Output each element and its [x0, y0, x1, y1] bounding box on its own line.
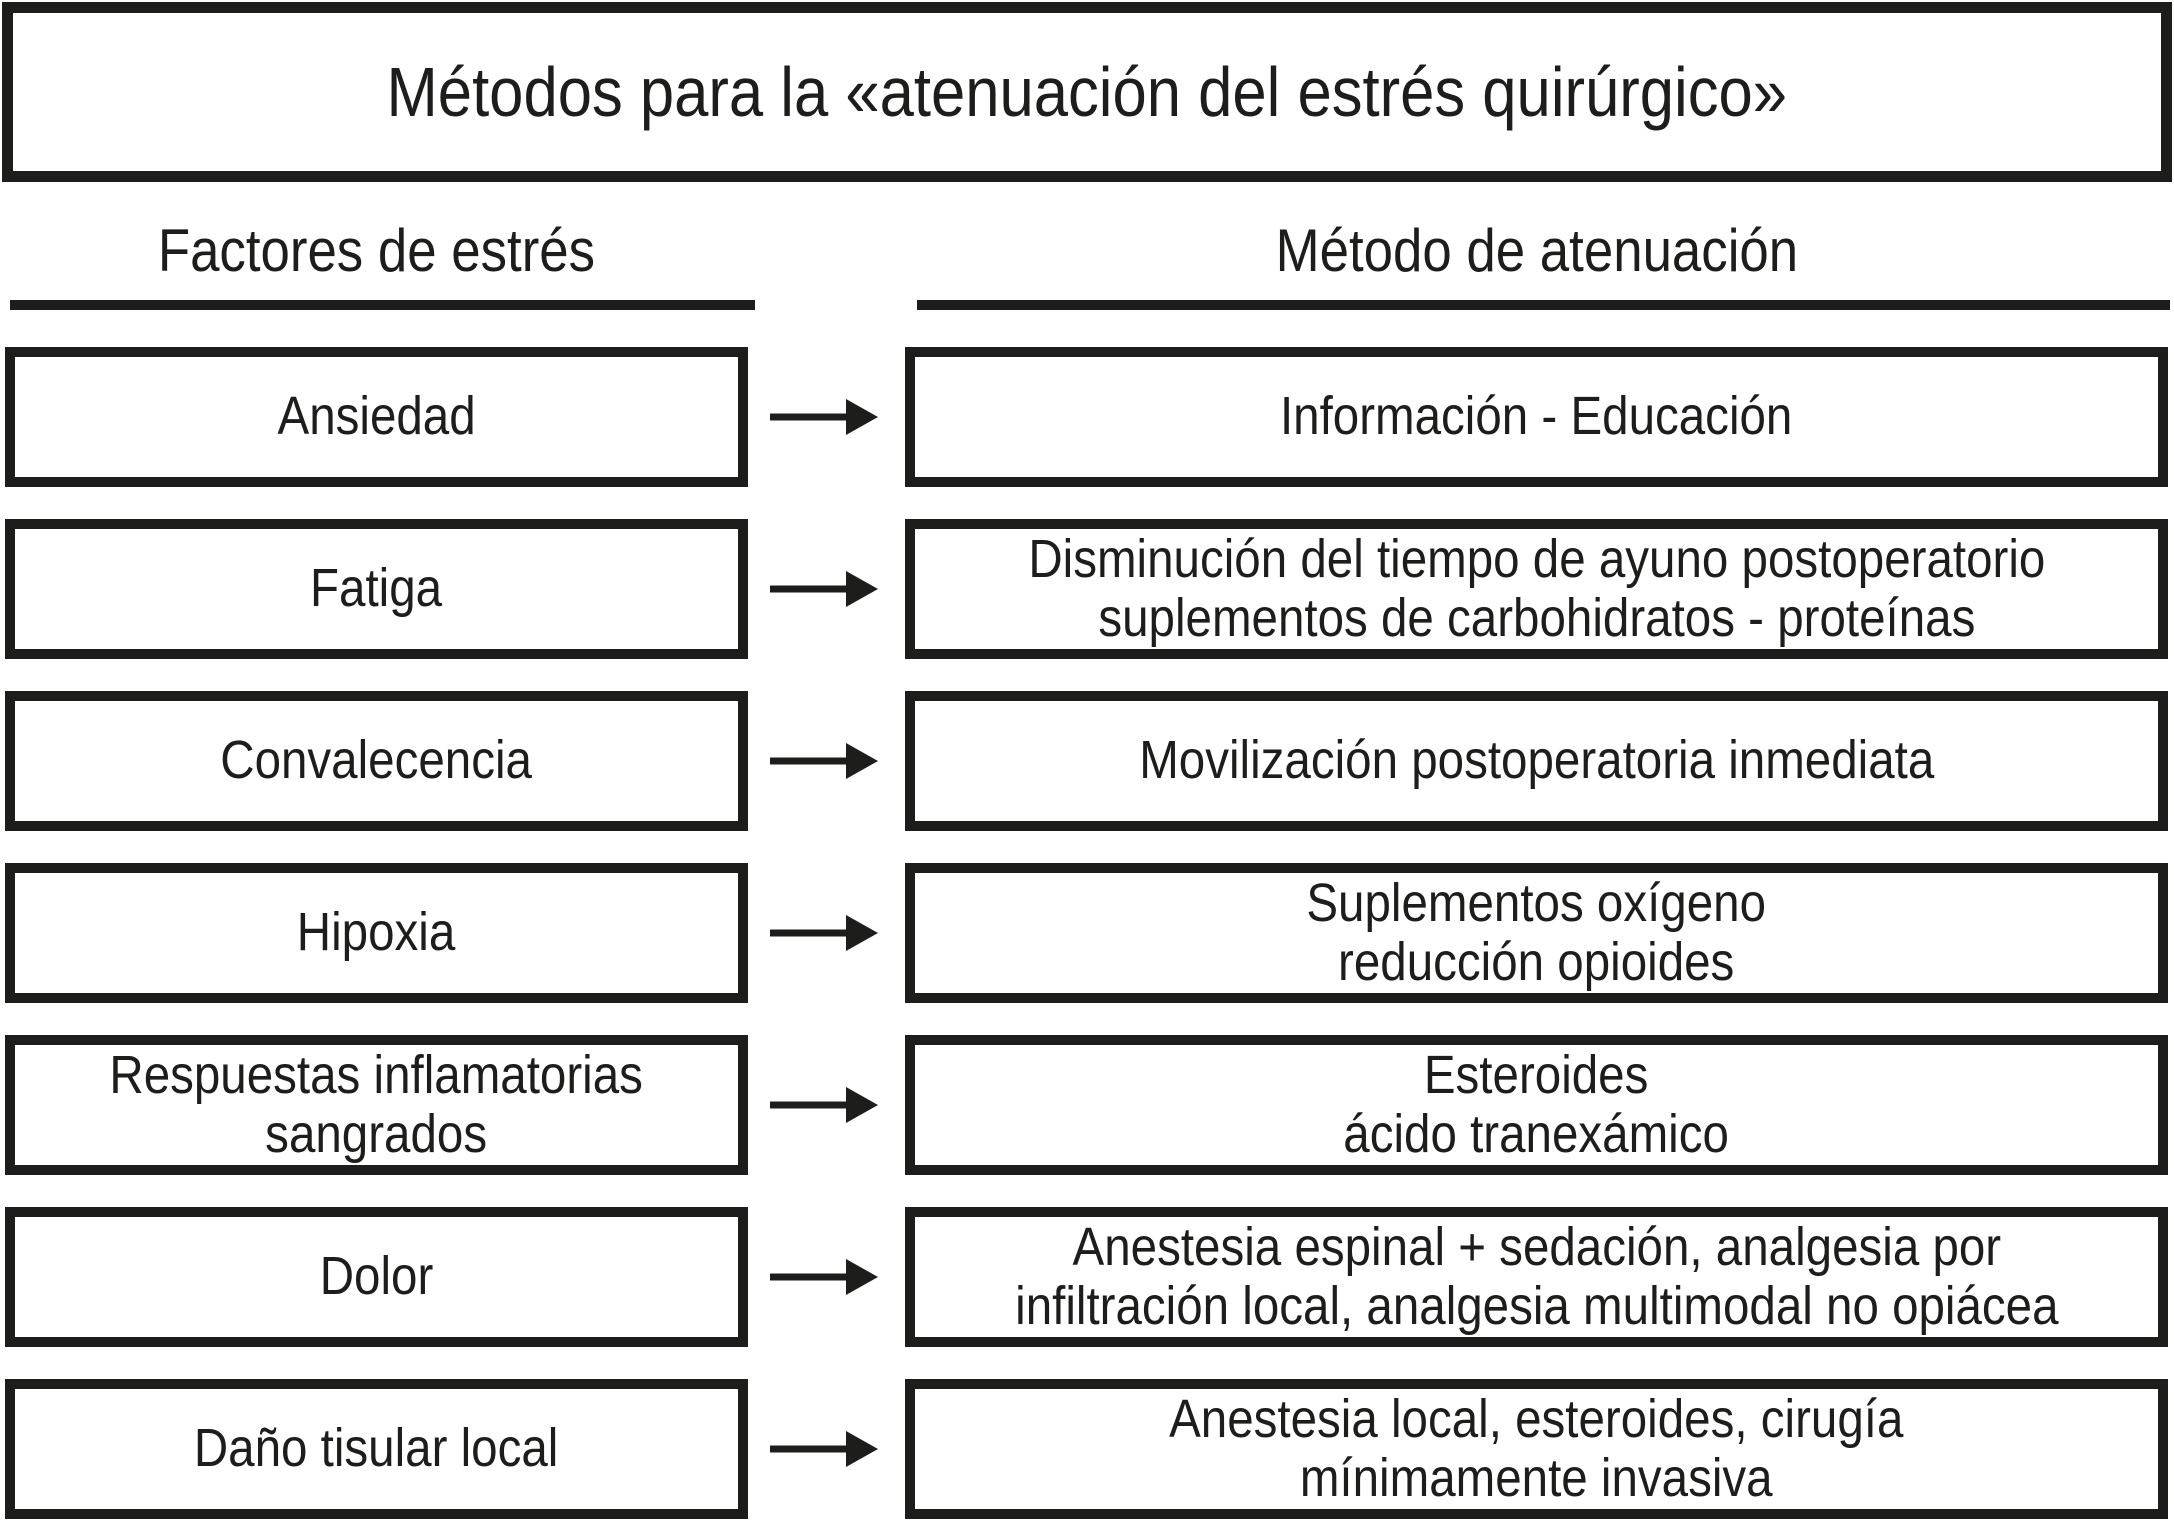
left-header-underline — [10, 300, 755, 310]
column-header-stress-factors: Factores de estrés — [5, 216, 748, 284]
factor-box: Daño tisular local — [5, 1379, 748, 1519]
method-line: suplementos de carbohidratos - proteínas — [1097, 588, 1975, 648]
method-line: Anestesia espinal + sedación, analgesia … — [1072, 1216, 2001, 1277]
factor-box: Dolor — [5, 1207, 748, 1347]
method-line: Suplementos oxígeno — [1306, 872, 1767, 933]
factor-line: Daño tisular local — [194, 1418, 559, 1479]
right-arrow-icon — [770, 1259, 878, 1295]
factor-box: Ansiedad — [5, 347, 748, 487]
column-header-attenuation-method: Método de atenuación — [905, 216, 2168, 284]
method-line: Movilización postoperatoria inmediata — [1138, 730, 1935, 791]
factor-text: Hipoxia — [297, 902, 456, 963]
diagram-row: Ansiedad Información - Educación — [0, 347, 2174, 487]
factor-line: sangrados — [265, 1104, 488, 1164]
right-arrow-icon — [770, 1431, 878, 1467]
factor-text: Convalecencia — [220, 730, 533, 791]
factor-text: Daño tisular local — [194, 1418, 559, 1479]
factor-line: Hipoxia — [297, 902, 456, 963]
diagram-row: Convalecencia Movilización postoperatori… — [0, 691, 2174, 831]
right-arrow-icon — [770, 571, 878, 607]
method-text: Información - Educación — [1280, 386, 1793, 447]
column-header-stress-factors-label: Factores de estrés — [157, 216, 596, 284]
factor-line: Respuestas inflamatorias — [109, 1044, 644, 1105]
column-header-attenuation-method-label: Método de atenuación — [1275, 216, 1798, 284]
right-header-underline — [917, 300, 2170, 310]
method-text: Disminución del tiempo de ayuno postoper… — [1027, 528, 2046, 649]
method-line: Disminución del tiempo de ayuno postoper… — [1027, 528, 2046, 589]
right-arrow-icon — [770, 1087, 878, 1123]
factor-line: Fatiga — [310, 558, 443, 619]
title-box: Métodos para la «atenuación del estrés q… — [2, 2, 2172, 182]
method-box: Información - Educación — [905, 347, 2168, 487]
factor-text: Dolor — [319, 1246, 434, 1307]
factor-text: Ansiedad — [277, 386, 476, 447]
factor-box: Fatiga — [5, 519, 748, 659]
method-line: mínimamente invasiva — [1300, 1448, 1773, 1508]
diagram-row: Dolor Anestesia espinal + sedación, anal… — [0, 1207, 2174, 1347]
diagram-row: Fatiga Disminución del tiempo de ayuno p… — [0, 519, 2174, 659]
factor-line: Convalecencia — [220, 730, 533, 791]
method-box: Movilización postoperatoria inmediata — [905, 691, 2168, 831]
method-text: Movilización postoperatoria inmediata — [1138, 730, 1935, 791]
method-line: ácido tranexámico — [1343, 1104, 1730, 1164]
right-arrow-icon — [770, 915, 878, 951]
method-box: Disminución del tiempo de ayuno postoper… — [905, 519, 2168, 659]
factor-line: Dolor — [319, 1246, 434, 1307]
right-arrow-icon — [770, 399, 878, 435]
diagram-row: Daño tisular local Anestesia local, este… — [0, 1379, 2174, 1519]
method-line: infiltración local, analgesia multimodal… — [1014, 1276, 2059, 1336]
method-line: reducción opioides — [1338, 932, 1735, 992]
method-line: Anestesia local, esteroides, cirugía — [1169, 1388, 1904, 1449]
method-box: Anestesia espinal + sedación, analgesia … — [905, 1207, 2168, 1347]
factor-line: Ansiedad — [277, 386, 476, 447]
method-line: Esteroides — [1424, 1044, 1649, 1105]
page-title: Métodos para la «atenuación del estrés q… — [386, 53, 1788, 131]
factor-box: Hipoxia — [5, 863, 748, 1003]
factor-text: Fatiga — [310, 558, 443, 619]
method-line: Información - Educación — [1280, 386, 1793, 447]
method-text: Anestesia espinal + sedación, analgesia … — [1014, 1216, 2059, 1337]
right-arrow-icon — [770, 743, 878, 779]
factor-box: Convalecencia — [5, 691, 748, 831]
